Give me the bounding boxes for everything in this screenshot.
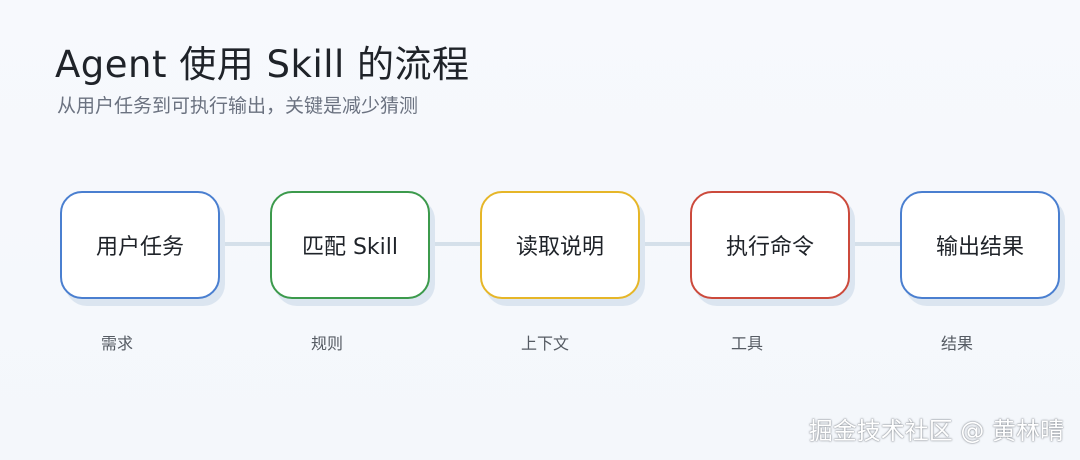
flow-connector bbox=[850, 242, 902, 246]
diagram-subtitle: 从用户任务到可执行输出，关键是减少猜测 bbox=[57, 95, 419, 117]
watermark: 掘金技术社区 @ 黄林晴 bbox=[808, 417, 1064, 445]
flow-step-label: 用户任务 bbox=[95, 235, 184, 260]
flow-step-caption: 需求 bbox=[101, 334, 134, 353]
flow-step-caption: 结果 bbox=[941, 334, 974, 353]
flow-step-caption: 上下文 bbox=[521, 334, 570, 353]
flow-step-label: 输出结果 bbox=[935, 235, 1024, 260]
flow-step-output-result: 输出结果 bbox=[900, 191, 1060, 299]
flow-step-label: 匹配 Skill bbox=[301, 235, 399, 260]
flow-step-match-skill: 匹配 Skill bbox=[270, 191, 430, 299]
flow-step-caption: 工具 bbox=[731, 334, 764, 353]
flow-step-read-instructions: 读取说明 bbox=[480, 191, 640, 299]
flow-connector bbox=[220, 242, 272, 246]
diagram-title: Agent 使用 Skill 的流程 bbox=[55, 43, 470, 86]
flow-step-user-task: 用户任务 bbox=[60, 191, 220, 299]
flow-connector bbox=[640, 242, 692, 246]
flow-step-label: 执行命令 bbox=[725, 235, 814, 260]
flow-step-execute-command: 执行命令 bbox=[690, 191, 850, 299]
flow-connector bbox=[430, 242, 482, 246]
flow-step-label: 读取说明 bbox=[515, 235, 604, 260]
flow-step-caption: 规则 bbox=[311, 334, 344, 353]
